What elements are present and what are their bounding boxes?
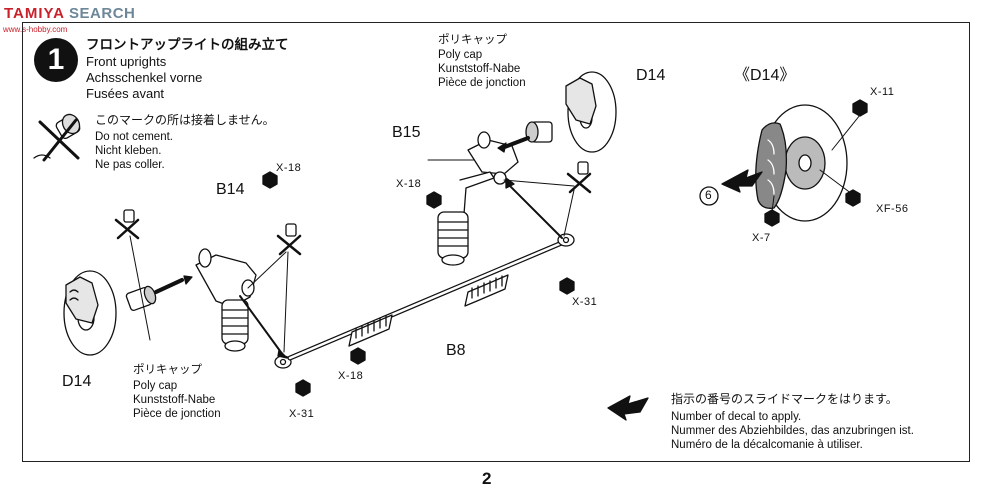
- no-cement-mark-icon: [33, 113, 81, 162]
- right-disc-d14: [565, 71, 617, 153]
- cement-note-de: Nicht kleben.: [95, 145, 162, 157]
- paint-x11: X-11: [870, 86, 895, 98]
- no-cement-mark-icon: [566, 161, 592, 194]
- left-polycap: [125, 275, 193, 312]
- tie-rod-b8: [274, 233, 575, 369]
- decal-note-jp: 指示の番号のスライドマークをはります。: [671, 392, 898, 406]
- no-cement-mark-icon: [114, 209, 140, 240]
- part-label-b8: B8: [446, 342, 466, 359]
- cement-note-jp: このマークの所は接着しません。: [95, 113, 275, 127]
- watermark: TAMIYA SEARCH: [4, 3, 135, 23]
- step-title-jp: フロントアップライトの組み立て: [86, 37, 289, 52]
- right-upright-b15: [437, 131, 563, 266]
- paint-markers: [262, 99, 868, 397]
- watermark-brand: TAMIYA: [4, 4, 66, 22]
- polycap-top-en: Poly cap: [438, 49, 483, 61]
- polycap-top-fr: Pièce de jonction: [438, 77, 526, 89]
- step-number-badge: 1: [34, 38, 78, 82]
- right-polycap: [497, 121, 553, 153]
- page-number: 2: [482, 469, 492, 488]
- part-label-b15: B15: [392, 124, 421, 141]
- decal-note-en: Number of decal to apply.: [671, 411, 802, 423]
- decal-note-de: Nummer des Abziehbildes, das anzubringen…: [671, 425, 914, 437]
- watermark-url: www.s-hobby.com: [3, 25, 68, 34]
- paint-x18-b: X-18: [396, 178, 422, 190]
- polycap-bottom-en: Poly cap: [133, 380, 178, 392]
- watermark-search: SEARCH: [69, 4, 136, 22]
- polycap-top-jp: ポリキャップ: [438, 34, 507, 46]
- cement-note-en: Do not cement.: [95, 131, 173, 143]
- step-title-de: Achsschenkel vorne: [86, 70, 203, 85]
- step-title-en: Front uprights: [86, 54, 167, 69]
- part-label-d14-left: D14: [62, 373, 92, 390]
- paint-xf56: XF-56: [876, 203, 909, 215]
- part-label-d14-right: D14: [636, 67, 666, 84]
- decal-number: 6: [705, 188, 712, 202]
- paint-x31-b: X-31: [289, 408, 315, 420]
- polycap-bottom-fr: Pièce de jonction: [133, 408, 221, 420]
- no-cement-mark-icon: [276, 223, 302, 256]
- paint-x31-a: X-31: [572, 296, 598, 308]
- polycap-bottom-jp: ポリキャップ: [133, 364, 202, 376]
- polycap-top-de: Kunststoff-Nabe: [438, 63, 521, 75]
- decal-number-circle: [699, 186, 719, 206]
- instruction-frame: [22, 22, 970, 462]
- polycap-bottom-de: Kunststoff-Nabe: [133, 394, 216, 406]
- decal-arrow-icon: [721, 169, 763, 193]
- step-title-fr: Fusées avant: [86, 86, 165, 101]
- paint-x7: X-7: [752, 232, 771, 244]
- d14-detail-label: 《D14》: [734, 67, 796, 84]
- decal-legend-arrow-icon: [607, 395, 649, 421]
- part-label-b14: B14: [216, 181, 245, 198]
- left-disc-d14: [63, 270, 117, 356]
- d14-detail-drawing: [755, 104, 848, 222]
- paint-x18-a: X-18: [276, 162, 302, 174]
- left-upright-b14: [195, 248, 288, 359]
- cement-note-fr: Ne pas coller.: [95, 159, 165, 171]
- paint-x18-c: X-18: [338, 370, 364, 382]
- decal-note-fr: Numéro de la décalcomanie à utiliser.: [671, 439, 863, 451]
